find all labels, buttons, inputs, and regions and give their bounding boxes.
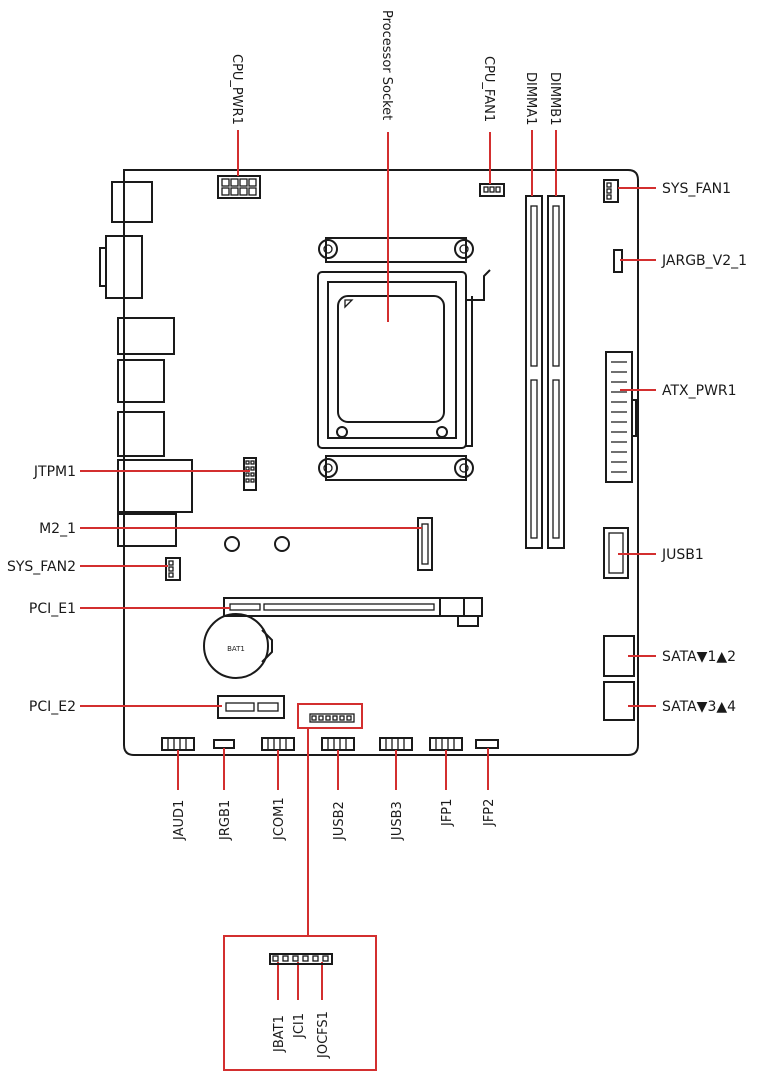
label-jusb1: JUSB1: [661, 547, 704, 563]
label-jcom1: JCOM1: [272, 797, 287, 841]
label-cpu-fan1: CPU_FAN1: [481, 56, 496, 122]
label-sata-1-2: SATA▼1▲2: [662, 649, 736, 665]
jtpm1-header: [243, 457, 257, 491]
m2-1-slot: [224, 517, 433, 571]
label-jci1: JCI1: [292, 1013, 307, 1039]
label-dimmb1: DIMMB1: [547, 72, 562, 125]
label-jrgb1: JRGB1: [218, 800, 233, 841]
battery-label: BAT1: [227, 645, 245, 653]
label-jusb2: JUSB2: [332, 801, 347, 841]
jcom1-header: [261, 737, 295, 751]
sys-fan2-header: [165, 557, 181, 581]
jusb2-header: [321, 737, 355, 751]
cpu-pwr1-connector: [217, 175, 261, 199]
label-jargb-v2-1: JARGB_V2_1: [661, 253, 747, 269]
label-atx-pwr1: ATX_PWR1: [662, 383, 737, 399]
label-jusb3: JUSB3: [390, 801, 405, 841]
pci-e1-slot: [223, 597, 483, 627]
label-jaud1: JAUD1: [172, 800, 187, 841]
label-pci-e1: PCI_E1: [29, 601, 76, 617]
jfp2-header: [475, 739, 499, 749]
jfp1-header: [429, 737, 463, 751]
processor-socket: [317, 237, 491, 481]
board-outline: [123, 169, 639, 756]
label-sys-fan2: SYS_FAN2: [7, 559, 76, 575]
sys-fan1-header: [603, 179, 619, 203]
label-jbat1: JBAT1: [272, 1015, 287, 1053]
label-pci-e2: PCI_E2: [29, 699, 76, 715]
label-m2-1: M2_1: [39, 521, 76, 537]
jumper-detail-inset: [269, 953, 333, 965]
label-sata-3-4: SATA▼3▲4: [662, 699, 736, 715]
cpu-fan1-header: [479, 183, 505, 197]
label-cpu-pwr1: CPU_PWR1: [229, 54, 244, 125]
label-jocfs1: JOCFS1: [316, 1011, 331, 1059]
jrgb1-header: [213, 739, 235, 749]
label-jfp2: JFP2: [482, 799, 497, 827]
label-jfp1: JFP1: [440, 799, 455, 827]
rear-io-panel: [99, 181, 193, 547]
sata-ports-3-4: [603, 681, 635, 721]
jumper-cluster: [309, 713, 355, 723]
atx-pwr1-connector: [605, 351, 637, 483]
pci-e2-slot: [217, 695, 285, 719]
callout-lines: [80, 130, 656, 1071]
jusb3-header: [379, 737, 413, 751]
label-jtpm1: JTPM1: [33, 464, 76, 480]
label-sys-fan1: SYS_FAN1: [662, 181, 731, 197]
label-processor-socket: Processor Socket: [379, 10, 394, 120]
bat1-battery: BAT1: [203, 613, 273, 679]
jaud1-header: [161, 737, 195, 751]
label-dimma1: DIMMA1: [523, 72, 538, 125]
dimm-slots: [525, 195, 565, 549]
